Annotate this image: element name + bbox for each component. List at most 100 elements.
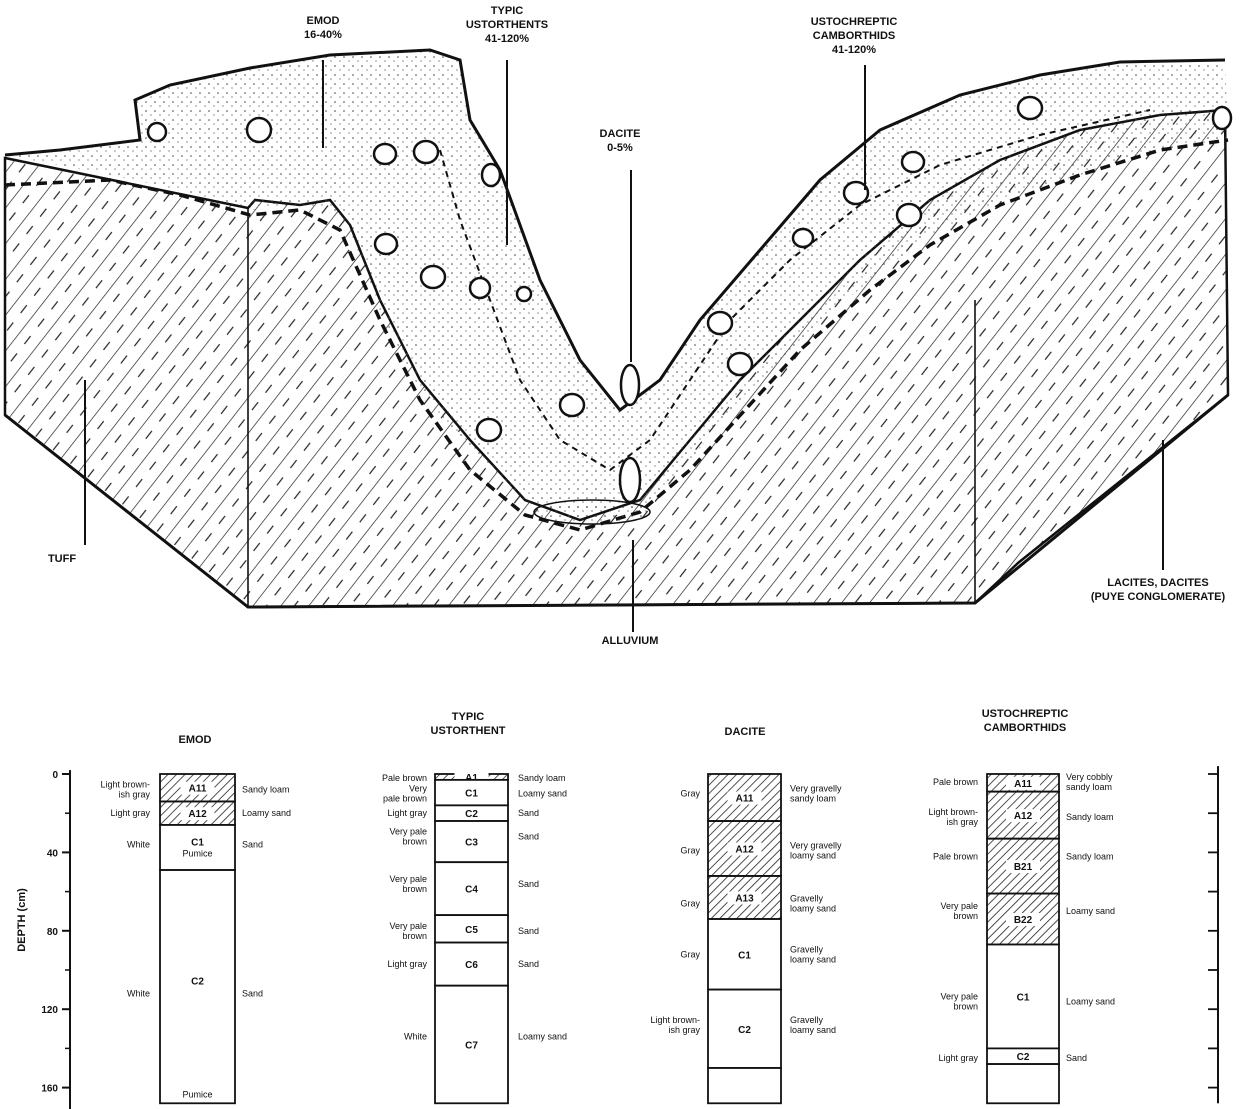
axis-tick-label: 80 (47, 927, 59, 938)
soil-texture-label-line: loamy sand (790, 1025, 836, 1035)
soil-color-label: White (127, 840, 150, 850)
axis-tick-label: 0 (52, 770, 58, 781)
soil-texture-label-line: Sandy loam (1066, 851, 1114, 861)
horizon-name: A12 (188, 809, 207, 820)
soil-color-label: Pale brown (933, 851, 978, 861)
soil-color-label-line: ish gray (118, 790, 150, 800)
soil-texture-label: Sand (518, 926, 539, 936)
horizon-name: C3 (465, 838, 478, 849)
horizon-name: B22 (1014, 915, 1033, 926)
depth-axis-right (1208, 766, 1218, 1103)
typic-percent: 41-120% (485, 33, 529, 45)
soil-color-label-line: brown (402, 931, 427, 941)
emod-label: EMOD (307, 15, 340, 27)
soil-color-label: Light brown-ish gray (928, 807, 978, 827)
soil-profile-column: USTOCHREPTICCAMBORTHIDSA11A12B21B22C1C2P… (928, 708, 1115, 1103)
lacites-label-2: (PUYE CONGLOMERATE) (1091, 591, 1226, 603)
horizon-c7: C7 (435, 986, 508, 1104)
soil-color-label-line: brown (953, 1001, 978, 1011)
soil-texture-label: Sand (242, 840, 263, 850)
soil-color-label-line: Light brown- (650, 1015, 700, 1025)
soil-color-label: Very palebrown (389, 921, 427, 941)
soil-color-label-line: Gray (680, 898, 700, 908)
horizon-subtext: Pumice (182, 1089, 212, 1099)
soil-texture-label-line: Sand (518, 926, 539, 936)
soil-color-label: Light gray (387, 808, 427, 818)
block-diagram: EMOD 16-40% TYPIC USTORTHENTS 41-120% DA… (5, 5, 1231, 647)
horizon-name: C2 (191, 977, 204, 988)
soil-color-label: White (404, 1032, 427, 1042)
soil-color-label-line: Light gray (387, 808, 427, 818)
soil-color-label: Light gray (387, 959, 427, 969)
horizon-c6: C6 (435, 943, 508, 986)
soil-texture-label: Loamy sand (1066, 906, 1115, 916)
axis-tick-label: 160 (41, 1084, 58, 1095)
soil-texture-label-line: sandy loam (1066, 782, 1112, 792)
soil-color-label-line: Light gray (110, 808, 150, 818)
horizon-name: A11 (189, 784, 207, 795)
profile-title: USTORTHENT (431, 725, 506, 737)
horizon-name: C1 (465, 789, 478, 800)
soil-texture-label: Sand (518, 959, 539, 969)
soil-texture-label: Sand (518, 879, 539, 889)
soil-color-label-line: Light gray (387, 959, 427, 969)
horizon-name: A13 (735, 893, 754, 904)
horizon-c3: C3 (435, 821, 508, 862)
horizon-a11: A11 (160, 774, 235, 801)
profile-title: EMOD (179, 734, 212, 746)
soil-texture-label: Loamy sand (518, 789, 567, 799)
soil-color-label: Light brown-ish gray (100, 780, 150, 800)
soil-color-label: Light gray (110, 808, 150, 818)
horizon-name: C2 (465, 809, 478, 820)
soil-color-label: Gray (680, 898, 700, 908)
soil-profiles: EMODA11A12C1PumiceC2PumiceLight brown-is… (100, 708, 1115, 1103)
soil-color-label: Gray (680, 845, 700, 855)
soil-color-label-line: Light brown- (928, 807, 978, 817)
soil-color-label-line: brown (402, 884, 427, 894)
ustochreptic-label-1: USTOCHREPTIC (811, 16, 898, 28)
horizon-name: A12 (1014, 811, 1033, 822)
soil-texture-label: Very cobblysandy loam (1066, 772, 1113, 792)
soil-texture-label-line: Loamy sand (518, 789, 567, 799)
soil-color-label-line: Very pale (940, 991, 978, 1001)
alluvium-lens (534, 500, 650, 524)
soil-color-label: Light gray (938, 1053, 978, 1063)
soil-color-label: Light brown-ish gray (650, 1015, 700, 1035)
dacite-percent: 0-5% (607, 142, 633, 154)
soil-color-label-line: brown (953, 911, 978, 921)
typic-label-1: TYPIC (491, 5, 523, 17)
soil-color-label-line: Pale brown (382, 773, 427, 783)
horizon-name: A11 (1014, 779, 1032, 790)
soil-texture-label: Sand (518, 832, 539, 842)
horizon-b22: B22 (987, 894, 1059, 945)
horizon-name: C4 (465, 885, 478, 896)
profile-title: TYPIC (452, 711, 484, 723)
horizon-a12: A12 (987, 792, 1059, 839)
soil-texture-label-line: Sandy loam (518, 773, 566, 783)
soil-texture-label: Loamy sand (242, 808, 291, 818)
soil-color-label-line: Very pale (940, 901, 978, 911)
horizon-c5: C5 (435, 915, 508, 942)
horizon-c1: C1 (435, 780, 508, 805)
tuff-label: TUFF (48, 553, 76, 565)
soil-texture-label-line: Sand (242, 989, 263, 999)
soil-texture-label-line: Very cobbly (1066, 772, 1113, 782)
soil-texture-label: Gravellyloamy sand (790, 893, 836, 913)
horizon-c4: C4 (435, 862, 508, 915)
horizon-a11: A11 (987, 774, 1059, 792)
profile-title: CAMBORTHIDS (984, 722, 1067, 734)
soil-color-label: White (127, 989, 150, 999)
soil-color-label-line: Very pale (389, 874, 427, 884)
soil-texture-label-line: loamy sand (790, 850, 836, 860)
horizon-name: C6 (465, 960, 478, 971)
soil-texture-label-line: Gravelly (790, 1015, 824, 1025)
horizon-name: C2 (1017, 1052, 1030, 1063)
horizon-a13: A13 (708, 876, 781, 919)
horizon-base (708, 1068, 781, 1103)
soil-texture-label: Loamy sand (1066, 996, 1115, 1006)
soil-texture-label-line: Very gravelly (790, 840, 842, 850)
horizon-name: B21 (1014, 862, 1033, 873)
soil-profile-column: EMODA11A12C1PumiceC2PumiceLight brown-is… (100, 734, 291, 1103)
